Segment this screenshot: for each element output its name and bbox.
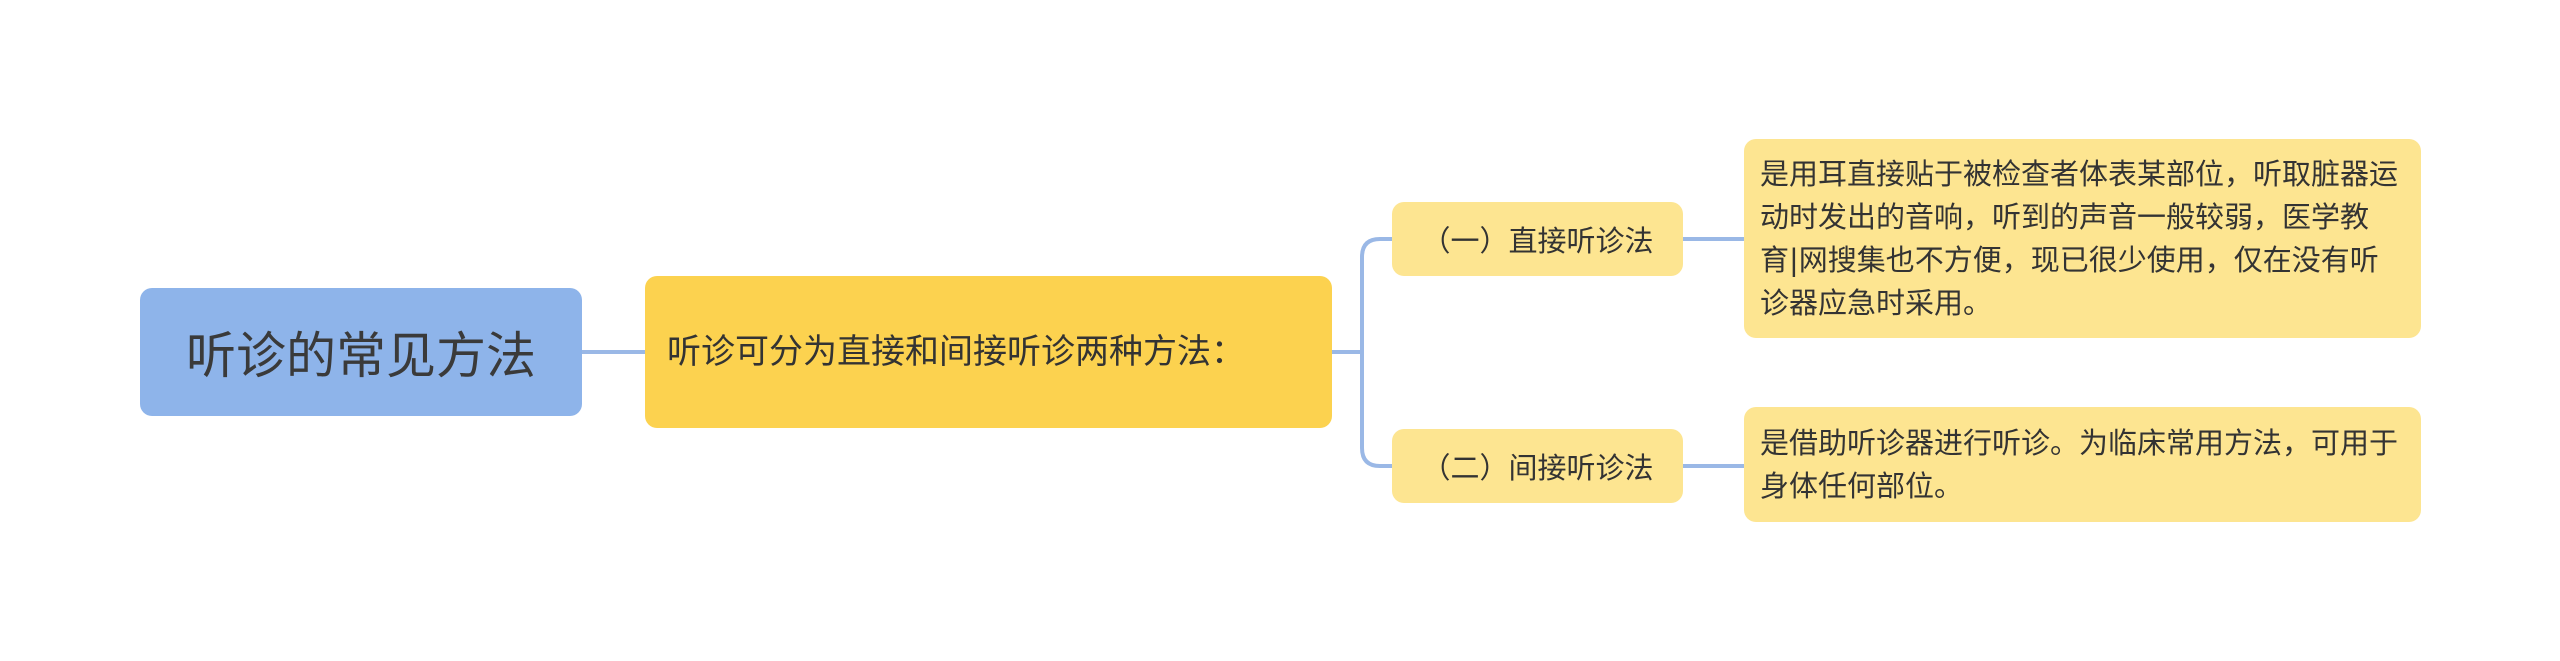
branch-node-indirect[interactable]: （二）间接听诊法 — [1392, 429, 1683, 503]
intro-label: 听诊可分为直接和间接听诊两种方法： — [667, 332, 1245, 372]
branch-label-indirect: （二）间接听诊法 — [1421, 451, 1654, 485]
detail-text-indirect: 是借助听诊器进行听诊。为临床常用方法，可用于身体任何部位。 — [1760, 425, 2399, 503]
branch-node-direct[interactable]: （一）直接听诊法 — [1392, 202, 1683, 276]
detail-node-indirect[interactable]: 是借助听诊器进行听诊。为临床常用方法，可用于身体任何部位。 — [1744, 407, 2421, 522]
detail-text-direct: 是用耳直接贴于被检查者体表某部位，听取脏器运动时发出的音响，听到的声音一般较弱，… — [1760, 156, 2399, 320]
connector-intro-to-branches — [1332, 237, 1392, 468]
branch-label-direct: （一）直接听诊法 — [1421, 224, 1654, 258]
intro-node[interactable]: 听诊可分为直接和间接听诊两种方法： — [645, 276, 1332, 428]
root-node[interactable]: 听诊的常见方法 — [140, 288, 582, 416]
root-label: 听诊的常见方法 — [186, 327, 536, 385]
detail-node-direct[interactable]: 是用耳直接贴于被检查者体表某部位，听取脏器运动时发出的音响，听到的声音一般较弱，… — [1744, 139, 2421, 338]
